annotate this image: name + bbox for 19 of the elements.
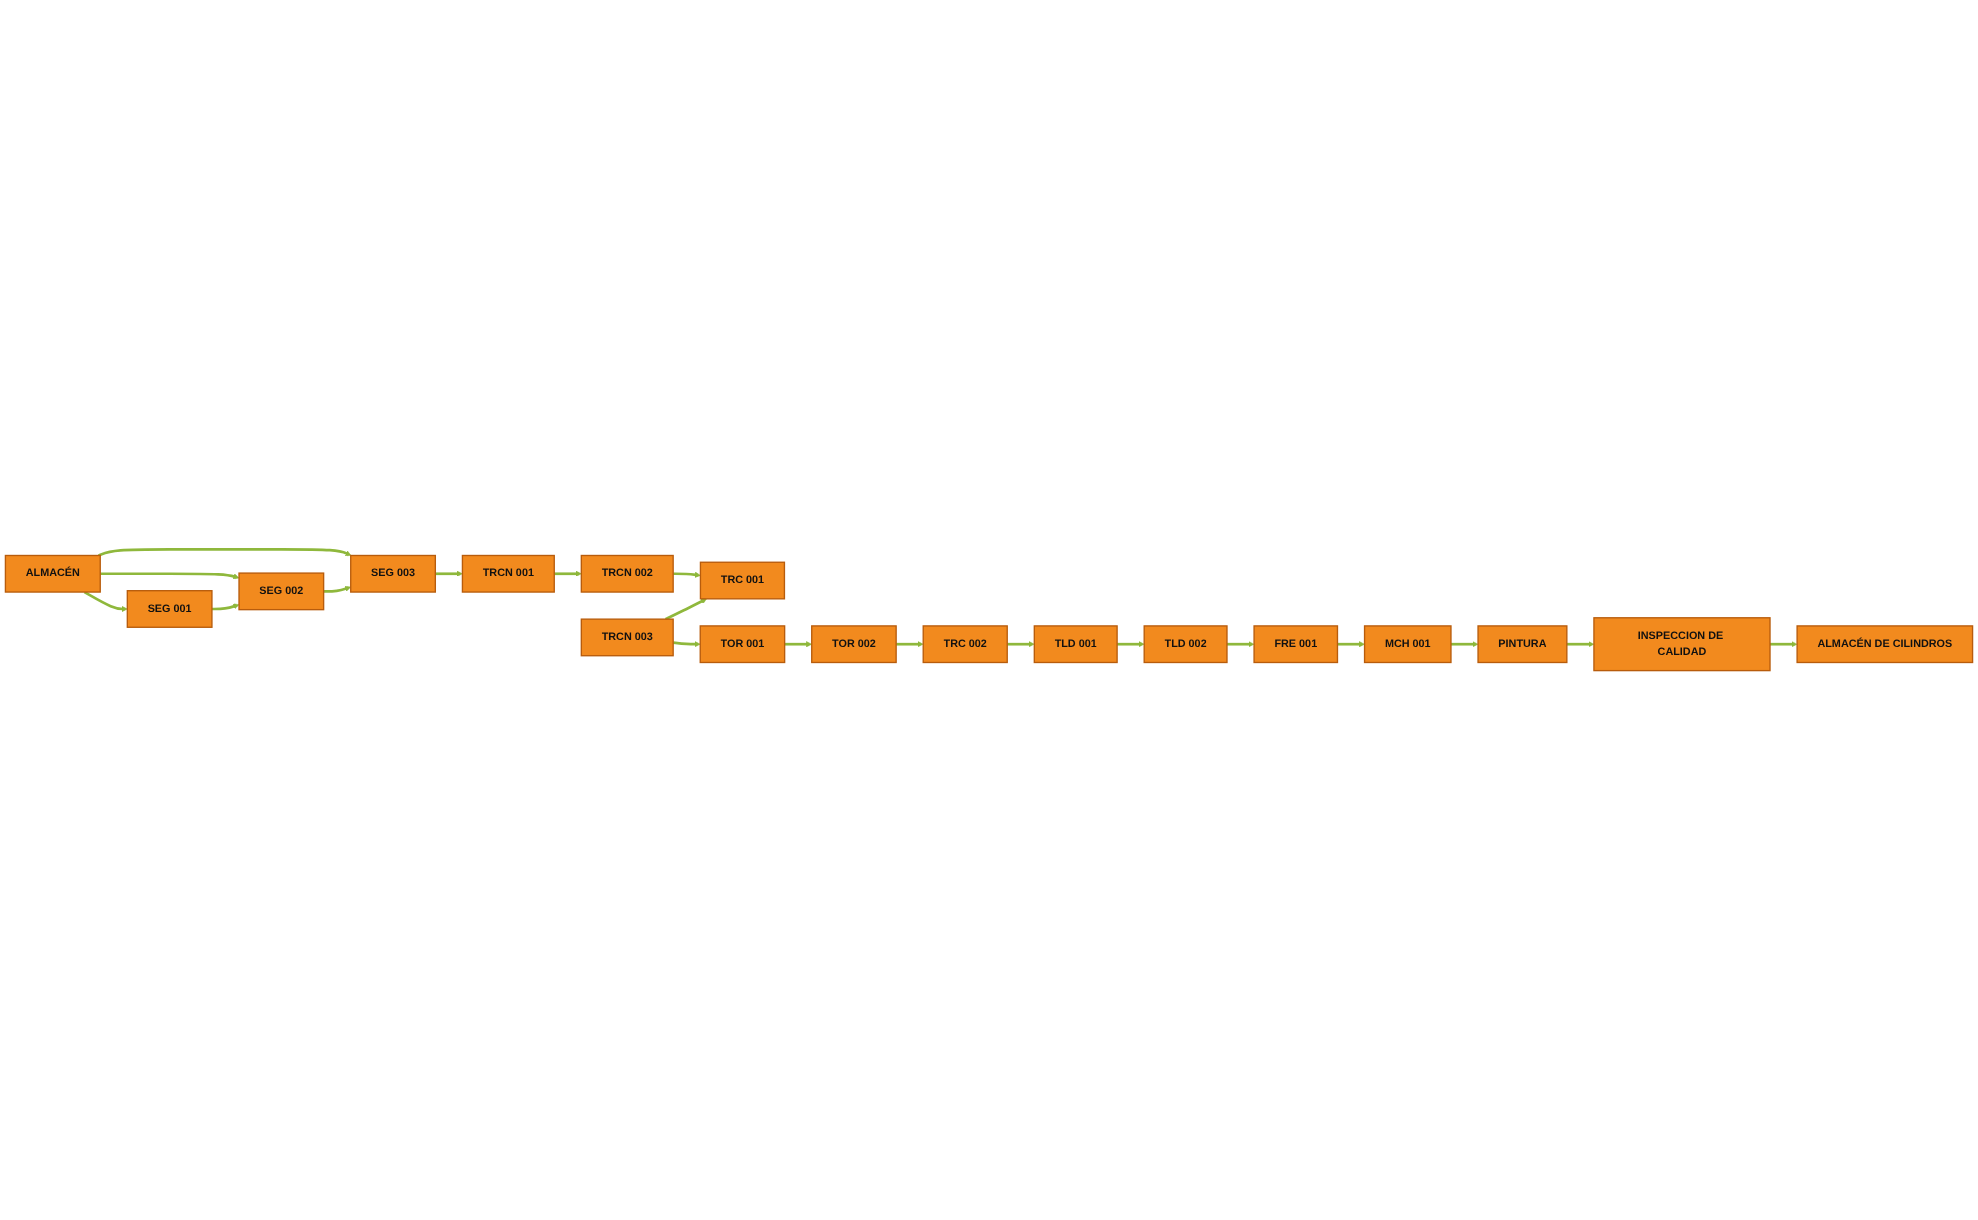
arrow: [673, 571, 701, 578]
arrow: [1007, 641, 1035, 648]
arrow: [673, 641, 701, 648]
arrow: [435, 570, 463, 577]
arrow: [211, 603, 240, 611]
arrow: [1566, 641, 1595, 648]
arrow: [1337, 641, 1365, 648]
arrow: [1117, 641, 1145, 648]
arrow: [100, 572, 240, 580]
arrow: [784, 641, 812, 648]
arrow: [1450, 641, 1479, 648]
arrow: [1227, 641, 1255, 648]
arrow: [554, 570, 582, 577]
arrow: [1770, 641, 1798, 648]
arrow: [896, 641, 924, 648]
arrow: [664, 598, 707, 621]
arrow: [323, 585, 351, 593]
arrow: [83, 590, 128, 612]
arrow: [98, 548, 352, 557]
